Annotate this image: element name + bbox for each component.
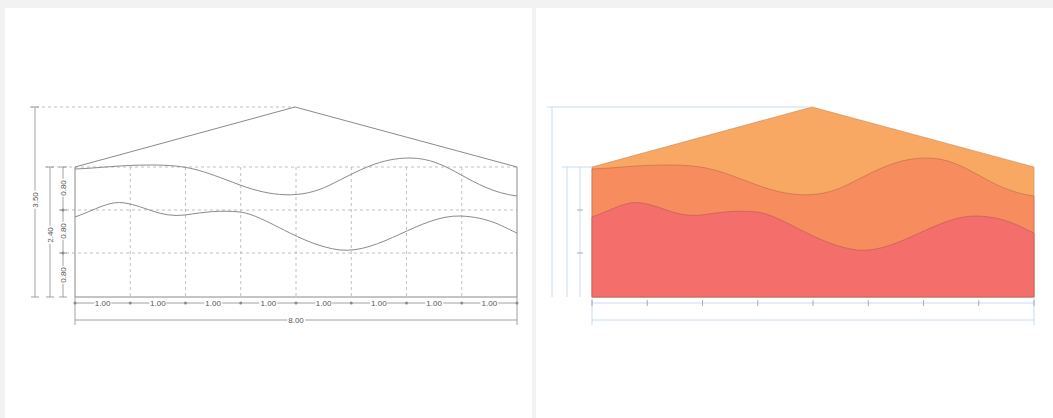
dimension-label: 0.80 xyxy=(59,266,68,284)
dimension-label: 0.80 xyxy=(59,222,68,240)
dimension-label: 3.50 xyxy=(31,191,40,209)
dimension-label: 2.40 xyxy=(46,226,55,244)
elevation-outline xyxy=(75,107,517,297)
dimension-label: 1.00 xyxy=(481,299,499,308)
dimension-label: 1.00 xyxy=(94,299,112,308)
dimension-label: 1.00 xyxy=(425,299,443,308)
dimension-label: 1.00 xyxy=(204,299,222,308)
right-panel xyxy=(536,8,1053,418)
coloured-elevation xyxy=(547,107,1034,325)
dimension-label: 0.80 xyxy=(59,179,68,197)
dimension-lines xyxy=(31,107,519,325)
left-panel xyxy=(5,8,532,418)
dimension-label: 1.00 xyxy=(370,299,388,308)
dimension-label: 8.00 xyxy=(287,316,305,325)
dimension-label: 1.00 xyxy=(149,299,167,308)
dimension-label: 1.00 xyxy=(315,299,333,308)
dimension-label: 1.00 xyxy=(260,299,278,308)
grid-lines xyxy=(30,107,517,297)
